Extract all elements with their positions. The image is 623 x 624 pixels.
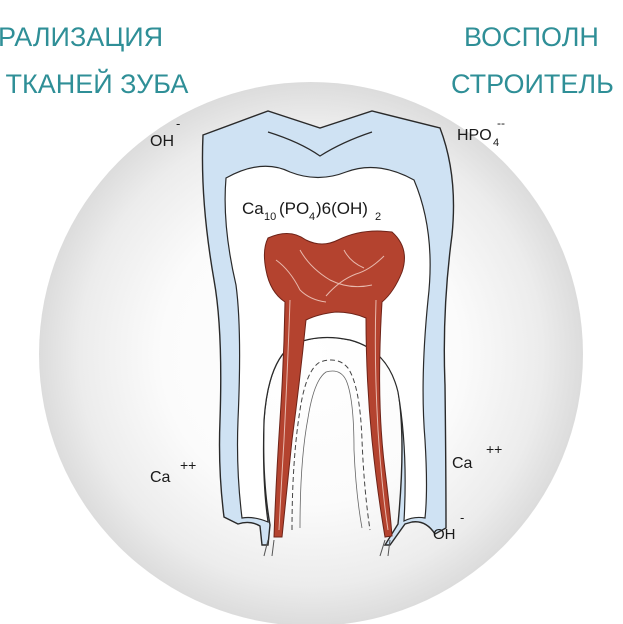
- heading-left-line-1: ЕРАЛИЗАЦИЯ: [0, 21, 163, 53]
- label-formula-rest: )6(OH): [316, 199, 368, 218]
- label-formula-po4-sub: 4: [309, 211, 315, 223]
- label-formula-ca-sub: 10: [264, 211, 276, 223]
- label-oh-top: OH: [150, 133, 174, 150]
- label-ca-left-charge: ++: [180, 457, 196, 473]
- label-ca-left: Ca: [150, 469, 171, 486]
- label-hpo4-sub: 4: [493, 137, 499, 149]
- label-oh-bottom-charge: -: [460, 510, 464, 525]
- label-ca-right-charge: ++: [486, 441, 502, 457]
- label-formula-po4: (PO: [279, 199, 309, 218]
- label-oh-top-charge: -: [176, 116, 180, 131]
- label-hpo4: HPO: [457, 127, 492, 144]
- label-hpo4-charge: --: [497, 116, 505, 130]
- label-ca-right: Ca: [452, 455, 473, 472]
- heading-right-line-2: СТРОИТЕЛЬ: [451, 68, 614, 100]
- heading-left-line-2: Х ТКАНЕЙ ЗУБА: [0, 68, 188, 100]
- label-formula-rest-sub: 2: [375, 211, 381, 223]
- heading-right-line-1: ВОСПОЛН: [464, 21, 599, 53]
- label-formula-ca: Ca: [242, 199, 264, 218]
- label-oh-bottom: OH: [433, 526, 456, 543]
